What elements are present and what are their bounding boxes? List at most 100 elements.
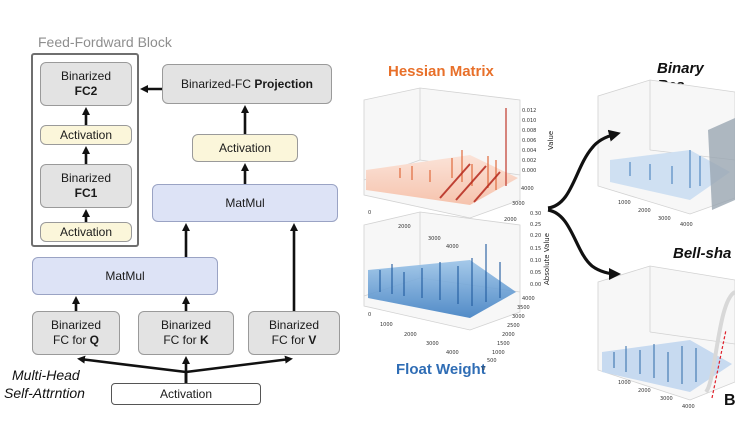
binarized-fc-q-box: Binarized FC for Q (32, 311, 120, 355)
svg-text:0.30: 0.30 (530, 211, 541, 217)
ffn-activation-bottom-box: Activation (40, 222, 132, 242)
multi-head-label: Multi-Head (12, 367, 80, 383)
fc-v-line2: FC for (271, 333, 309, 347)
matmul-top-box: MatMul (152, 184, 338, 222)
float-depth-ticks: 4000 3500 3000 2500 2000 1500 1000 500 0 (482, 296, 535, 372)
svg-text:1000: 1000 (380, 322, 393, 328)
arrow-act-v (184, 355, 293, 383)
hessian-peaks (399, 108, 507, 190)
activation-box: Activation (192, 134, 298, 162)
binarized-fc1-box: Binarized FC1 (40, 164, 132, 208)
fc-q-bold: Q (89, 333, 99, 347)
fc-k-bold: K (200, 333, 209, 347)
svg-text:4000: 4000 (522, 296, 535, 302)
binarized-fc2-box: Binarized FC2 (40, 62, 132, 106)
fc-v-bold: V (308, 333, 317, 347)
svg-text:0: 0 (368, 312, 371, 318)
fc-k-line2: FC for (163, 333, 200, 347)
svg-text:3000: 3000 (660, 396, 673, 402)
fc1-line2: FC1 (74, 186, 98, 200)
hessian-depth-ticks: 4000 3000 2000 (504, 186, 534, 223)
self-attention-label: Self-Attrntion (4, 385, 85, 401)
svg-text:2000: 2000 (504, 217, 517, 223)
svg-text:0.00: 0.00 (530, 282, 541, 288)
svg-text:4000: 4000 (446, 350, 459, 356)
svg-text:3000: 3000 (512, 314, 525, 320)
svg-text:0.010: 0.010 (522, 118, 536, 124)
svg-text:0.000: 0.000 (522, 168, 536, 174)
binary-residual-bars (629, 150, 701, 188)
svg-text:4000: 4000 (521, 186, 534, 192)
svg-text:0.002: 0.002 (522, 158, 536, 164)
activation-bottom-box: Activation (111, 383, 261, 405)
abs-value-axis-label: Absolute Value (543, 233, 551, 285)
bell-bars (613, 344, 697, 384)
svg-text:2000: 2000 (638, 208, 651, 214)
float-peaks (379, 244, 501, 306)
svg-text:3000: 3000 (658, 216, 671, 222)
fc2-line1: Binarized (60, 69, 112, 83)
svg-text:2500: 2500 (507, 323, 520, 329)
svg-text:500: 500 (487, 358, 497, 364)
bell-ticks: 1000 2000 3000 4000 (618, 380, 695, 410)
hessian-x-ticks: 0 2000 3000 4000 (368, 210, 459, 250)
svg-text:3500: 3500 (517, 305, 530, 311)
svg-text:0.05: 0.05 (530, 270, 541, 276)
svg-text:0.004: 0.004 (522, 148, 536, 154)
svg-text:1000: 1000 (492, 350, 505, 356)
binary-residual-wall (708, 118, 735, 210)
svg-text:0.10: 0.10 (530, 258, 541, 264)
svg-text:1000: 1000 (618, 200, 631, 206)
feed-forward-block-frame (31, 53, 139, 247)
arrow-to-bell-shaped (547, 208, 621, 280)
fc-k-line1: Binarized (160, 318, 212, 332)
binarized-fc-v-box: Binarized FC for V (248, 311, 340, 355)
projection-prefix: Binarized-FC (180, 76, 255, 91)
svg-text:0.25: 0.25 (530, 222, 541, 228)
hessian-value-ticks: 0.012 0.010 0.008 0.006 0.004 0.002 0.00… (522, 108, 536, 174)
bell-shaped-title: Bell-sha (673, 245, 732, 262)
abs-value-ticks: 0.30 0.25 0.20 0.15 0.10 0.05 0.00 (530, 211, 541, 288)
svg-text:1000: 1000 (618, 380, 631, 386)
arrow-to-binary-residual (547, 129, 621, 210)
svg-text:4000: 4000 (446, 244, 459, 250)
fc1-line1: Binarized (60, 171, 112, 185)
fc-q-line2: FC for (52, 333, 90, 347)
hessian-value-axis-label: Value (547, 131, 555, 150)
binarized-fc-k-box: Binarized FC for K (138, 311, 234, 355)
svg-text:2000: 2000 (638, 388, 651, 394)
float-surface (368, 260, 516, 318)
fc-v-line1: Binarized (268, 318, 320, 332)
binarized-fc-projection-box: Binarized-FC Projection (162, 64, 332, 104)
svg-text:4000: 4000 (680, 222, 693, 228)
svg-text:3000: 3000 (512, 201, 525, 207)
svg-text:0.20: 0.20 (530, 233, 541, 239)
svg-text:0: 0 (482, 366, 485, 372)
svg-text:2000: 2000 (502, 332, 515, 338)
svg-text:4000: 4000 (682, 404, 695, 410)
projection-bold: Projection (254, 76, 314, 91)
svg-text:2000: 2000 (404, 332, 417, 338)
svg-text:0: 0 (368, 210, 371, 216)
svg-text:2000: 2000 (398, 224, 411, 230)
svg-text:1500: 1500 (497, 341, 510, 347)
hessian-matrix-title: Hessian Matrix (388, 63, 494, 80)
bell-red-dash (711, 329, 727, 399)
bell-surface (602, 340, 732, 392)
bell-curve (704, 290, 735, 394)
svg-text:0.012: 0.012 (522, 108, 536, 114)
svg-text:3000: 3000 (426, 341, 439, 347)
svg-text:3000: 3000 (428, 236, 441, 242)
binary-residual-ticks: 1000 2000 3000 4000 (618, 200, 693, 228)
fc2-line2: FC2 (74, 84, 98, 98)
feed-forward-block-title: Feed-Fordward Block (38, 34, 172, 50)
float-x-ticks: 0 1000 2000 3000 4000 (368, 312, 459, 356)
svg-text:0.008: 0.008 (522, 128, 536, 134)
hessian-stripes (439, 163, 501, 203)
float-weight-title: Float Weight (396, 361, 486, 378)
svg-text:0.15: 0.15 (530, 246, 541, 252)
ffn-activation-top-box: Activation (40, 125, 132, 145)
corner-letter: B (724, 392, 735, 409)
